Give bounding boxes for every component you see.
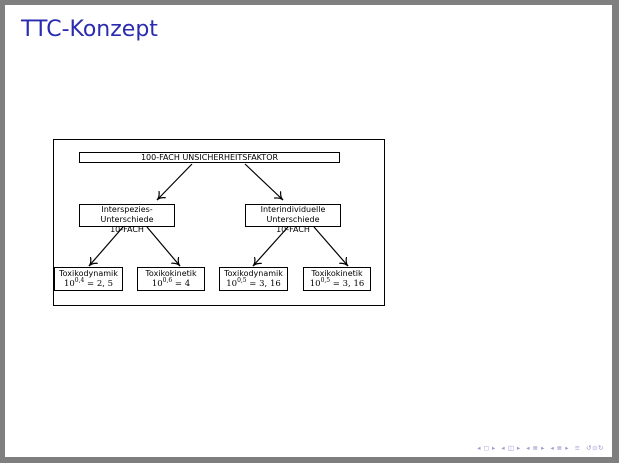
diagram-arrows xyxy=(5,163,612,457)
left-line3: 10-FACH xyxy=(110,225,144,234)
leaf-formula: 100,5 = 3, 16 xyxy=(309,277,365,289)
leaf-right-dynamik: Toxikodynamik 100,5 = 3, 16 xyxy=(219,267,288,291)
nav-section-icon[interactable]: ◂ ≣ ▸ xyxy=(550,444,570,452)
leaf-name: Toxikokinetik xyxy=(145,269,197,278)
right-line2: Unterschiede xyxy=(266,215,320,224)
right-line1: Interindividuelle xyxy=(260,205,326,214)
leaf-name: Toxikodynamik xyxy=(224,269,283,278)
root-box: 100-FACH UNSICHERHEITSFAKTOR xyxy=(79,152,340,163)
arrow-right-kin xyxy=(313,226,348,266)
leaf-formula: 100,6 = 4 xyxy=(151,277,191,289)
leaf-right-kinetik: Toxikokinetik 100,5 = 3, 16 xyxy=(303,267,371,291)
nav-align-icon[interactable]: ≡ xyxy=(574,444,581,452)
nav-frame-icon[interactable]: ◂ ◫ ▸ xyxy=(501,444,521,452)
leaf-formula: 100,5 = 3, 16 xyxy=(226,277,281,289)
right-box: Interindividuelle Unterschiede 10-FACH xyxy=(245,204,341,234)
beamer-navigation: ◂ ◻ ▸ ◂ ◫ ▸ ◂ ≣ ▸ ◂ ≣ ▸ ≡ ↺⊙↻ xyxy=(474,444,604,452)
nav-first-icon[interactable]: ◂ ◻ ▸ xyxy=(477,444,496,452)
nav-search-icon[interactable]: ↺⊙↻ xyxy=(586,444,604,452)
left-box: Interspezies- Unterschiede 10-FACH xyxy=(79,204,175,234)
arrow-left-dyn xyxy=(89,226,124,266)
arrow-left-kin xyxy=(146,226,180,266)
slide: TTC-Konzept 100-FACH UNSICHERHEITSFAKTOR… xyxy=(5,5,612,457)
left-line1: Interspezies- xyxy=(101,205,153,214)
arrow-root-left xyxy=(157,163,193,200)
nav-subsection-icon[interactable]: ◂ ≣ ▸ xyxy=(526,444,545,452)
leaf-left-dynamik: Toxikodynamik 100,4 = 2, 5 xyxy=(54,267,123,291)
leaf-left-kinetik: Toxikokinetik 100,6 = 4 xyxy=(137,267,205,291)
right-line3: 10-FACH xyxy=(276,225,310,234)
arrow-right-dyn xyxy=(253,226,289,266)
root-label: 100-FACH UNSICHERHEITSFAKTOR xyxy=(140,153,279,162)
leaf-name: Toxikodynamik xyxy=(59,269,118,278)
slide-title: TTC-Konzept xyxy=(21,17,158,42)
leaf-formula: 100,4 = 2, 5 xyxy=(63,277,114,289)
diagram-frame xyxy=(53,139,385,306)
leaf-name: Toxikokinetik xyxy=(311,269,363,278)
arrow-root-right xyxy=(244,163,283,200)
left-line2: Unterschiede xyxy=(100,215,154,224)
